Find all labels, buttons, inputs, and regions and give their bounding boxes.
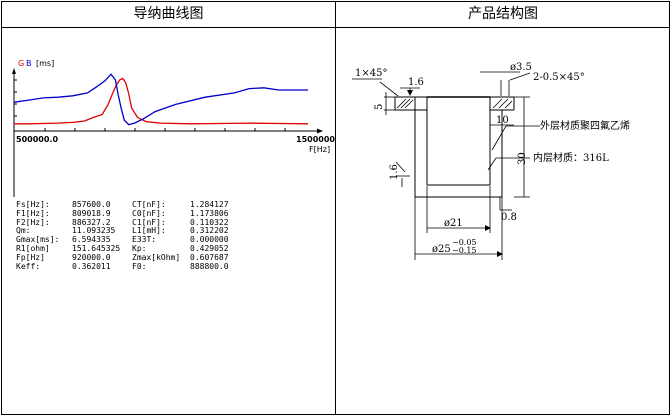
param-key: CT[nF]: [132,200,166,209]
legend-g-label: G [18,59,24,68]
dia-25-label: ø25 [432,244,451,255]
param-key: C1[nF]: [132,217,166,227]
param-value: 0.312202 [190,226,229,236]
param-key: F0: [132,261,147,271]
legend-b-label: B [26,59,32,68]
param-value: 888800.0 [190,261,229,271]
param-key: E33T: [132,235,157,245]
x-min-tick-label: 500000.0 [16,135,58,144]
roughness-bottom-label: 0.8 [501,212,517,223]
param-key: R1[ohm] [16,243,50,253]
param-value: 1.173806 [190,208,229,218]
param-value: 0.362011 [72,261,111,271]
param-key: F2[Hz]: [16,217,50,227]
param-value: 0.110322 [190,217,229,227]
part-outline [394,96,515,198]
param-value: 11.093235 [72,226,116,236]
param-value: 0.607687 [190,252,229,262]
param-value: 0.000000 [190,235,229,245]
tolerance-lower-label: −0.15 [452,246,477,255]
param-key: F1[Hz]: [16,208,50,218]
param-key: L1[mH]: [132,226,166,236]
param-key: Gmax[ms]: [16,235,60,245]
y-unit-label: [ms] [36,59,54,68]
param-key: Kp: [132,243,147,253]
param-key: Fp[Hz] [16,252,45,262]
param-value: 151.645325 [72,243,121,253]
dim-5-label: 5 [374,104,385,110]
tolerance-upper-label: −0.05 [452,238,477,247]
series-b-line [13,73,308,126]
roughness-top-label: 1.6 [408,77,424,88]
param-key: C0[nF]: [132,208,166,218]
param-value: 6.594335 [72,235,111,245]
param-key: Keff: [16,261,41,271]
param-value: 809018.9 [72,208,111,218]
param-value: 1.284127 [190,200,229,209]
product-structure-drawing: 1×45° 1.6 5 ø3.5 2-0.5×45° 10 外层材质聚四氟乙烯 … [352,62,630,260]
param-value: 886327.2 [72,217,111,227]
left-header-title: 导纳曲线图 [133,6,204,22]
dim-30-label: 30 [517,152,528,165]
right-header-title: 产品结构图 [468,6,538,22]
param-key: Qm: [16,226,31,236]
dimension-lines [352,71,540,260]
param-value: 0.429052 [190,243,229,253]
dia-21-label: ø21 [444,218,463,229]
hatch-marks [396,98,513,109]
param-key: Fs[Hz]: [16,200,50,209]
dim-10-label: 10 [496,115,509,126]
outer-material-label: 外层材质聚四氟乙烯 [540,119,630,132]
inner-material-label: 内层材质：316L [533,151,609,164]
chamfer-right-label: 2-0.5×45° [533,72,585,83]
column-divider [335,1,336,415]
x-axis-label: F[Hz] [309,145,330,154]
param-value: 857600.0 [72,200,111,209]
admittance-chart: G B [ms] 500000.0 1500000 F[Hz] [12,59,335,197]
x-max-tick-label: 1500000 [296,135,335,144]
dia-3-5-label: ø3.5 [510,62,532,73]
x-axis [14,128,323,134]
chamfer-left-label: 1×45° [355,68,387,79]
param-key: Zmax[kOhm] [132,252,181,262]
roughness-left-label: 1.6 [389,164,400,180]
y-axis [12,68,17,197]
param-value: 920000.0 [72,252,111,262]
series-g-line [14,77,309,125]
